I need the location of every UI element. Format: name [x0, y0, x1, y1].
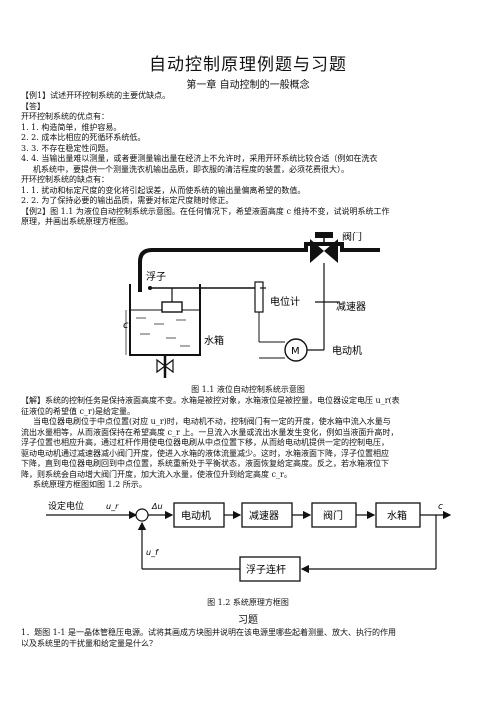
feedback-symbol: u_f: [146, 548, 159, 557]
exercises-heading: 习题: [238, 615, 258, 626]
advantage-3: 3. 3. 不存在稳定性问题。: [21, 143, 114, 153]
solution-line-9: 系统原理方框图如图 1.2 所示。: [33, 480, 147, 489]
block-reducer-label: 减速器: [249, 510, 279, 522]
solution-line-1: 【解】系统的控制任务是保持液面高度不变。水箱是被控对象，水箱液位是被控量，电位器…: [21, 396, 400, 405]
float: [161, 301, 183, 313]
exercise-1-line-1: 1．题图 1-1 是一晶体管稳压电源。试将其画成方块图并说明在该电源里哪些起着测…: [21, 628, 397, 637]
block-reducer: [241, 502, 293, 528]
water-tank: [129, 284, 201, 356]
input-label: 设定电位: [48, 500, 84, 512]
example-1-question: 【例1】试述开环控制系统的主要优缺点。: [21, 91, 171, 100]
chapter-heading: 第一章 自动控制的一般概念: [186, 80, 310, 91]
error-label: Δu: [151, 502, 163, 511]
liquid-level-control-figure: 阀门 浮子 c 水箱 电位计 减速器 M 电动机: [123, 232, 380, 378]
potentiometer: [254, 281, 264, 313]
block-motor-label: 电动机: [181, 509, 211, 522]
motor-label: 电动机: [332, 344, 362, 357]
advantage-1: 1. 1. 构造简单，维护容易。: [21, 122, 122, 132]
inflow-pipe: [138, 242, 380, 292]
valve-label: 阀门: [342, 232, 362, 243]
tank-label: 水箱: [204, 334, 224, 347]
disadvantage-1: 1. 1. 扰动和标定尺度的变化将引起误差，从而使系统的输出量偏离希望的数值。: [21, 185, 306, 195]
solution-line-6: 驱动电动机通过减速器减小阀门开度，使进入水箱的液体流量减少。这时，水箱液面下降，…: [21, 448, 389, 458]
document-title: 自动控制原理例题与习题: [149, 55, 347, 75]
valve-icon: [310, 239, 338, 263]
solution-line-8: 降，则系统会自动增大阀门开度，加大流入水量，使液位升到给定高度 c_r。: [21, 469, 292, 479]
solution-line-7: 下降，直到电位器电刷回到中点位置，系统重新处于平衡状态，液面恢复给定高度。反之，…: [21, 459, 389, 468]
reducer-label: 减速器: [336, 301, 366, 313]
block-valve-label: 阀门: [323, 509, 343, 522]
figure-2-caption: 图 1.2 系统原理方框图: [207, 598, 289, 607]
solution-line-3: 当电位器电刷位于中点位置(对应 u_r)时，电动机不动，控制阀门有一定的开度，使…: [33, 417, 391, 426]
figure-1-caption: 图 1.1 液位自动控制系统示意图: [191, 385, 305, 394]
advantage-2: 2. 2. 成本比相应的死循环系统低。: [21, 133, 146, 142]
solution-line-4: 流出水量相等，从而液面保持在希望高度 c_r 上。一旦流入水量或流出水量发生变化…: [21, 427, 399, 437]
advantage-4-cont: 机系统中，要提供一个测量洗衣机输出品质，即衣服的清洁程度的装置，必须花费很大）。: [33, 164, 349, 174]
summing-junction: [135, 508, 149, 522]
block-tank: [375, 502, 421, 528]
solution-line-2: 征液位的希望值 c_r)是给定量。: [21, 406, 135, 416]
input-symbol: u_r: [106, 502, 119, 511]
block-diagram-figure: 设定电位 u_r Δu 电动机 减速器 阀门 水箱 c 浮子连杆 u_f: [46, 500, 452, 582]
exercise-1-line-2: 以及系统里的干扰量和给定量是什么？: [21, 638, 157, 648]
example-2-question: 【例2】图 1.1 为液位自动控制系统示意图。在任何情况下，希望液面高度 c 维…: [21, 206, 390, 216]
advantages-heading: 开环控制系统的优点有：: [21, 112, 109, 121]
example-2-question-cont: 原理，并画出系统原理方框图。: [21, 217, 133, 226]
block-float-label: 浮子连杆: [246, 563, 286, 576]
float-label: 浮子: [146, 271, 166, 283]
motor-symbol: M: [291, 346, 300, 357]
disadvantages-heading: 开环控制系统的缺点有：: [21, 175, 109, 184]
potentiometer-label: 电位计: [270, 295, 300, 308]
solution-line-5: 浮子位置也相应升高，通过杠杆作用使电位器电刷从中点位置下移，从而给电动机提供一定…: [21, 438, 389, 447]
advantage-4: 4. 4. 当输出量难以测量，或者要测量输出量在经济上不允许时，采用开环系统比较…: [21, 154, 378, 163]
output-label: c: [438, 502, 443, 512]
block-tank-label: 水箱: [387, 509, 407, 522]
answer-label: 【答】: [21, 101, 45, 111]
disadvantage-2: 2. 2. 为了保持必要的输出品质，需要对标定尺度随时修正。: [21, 196, 234, 205]
